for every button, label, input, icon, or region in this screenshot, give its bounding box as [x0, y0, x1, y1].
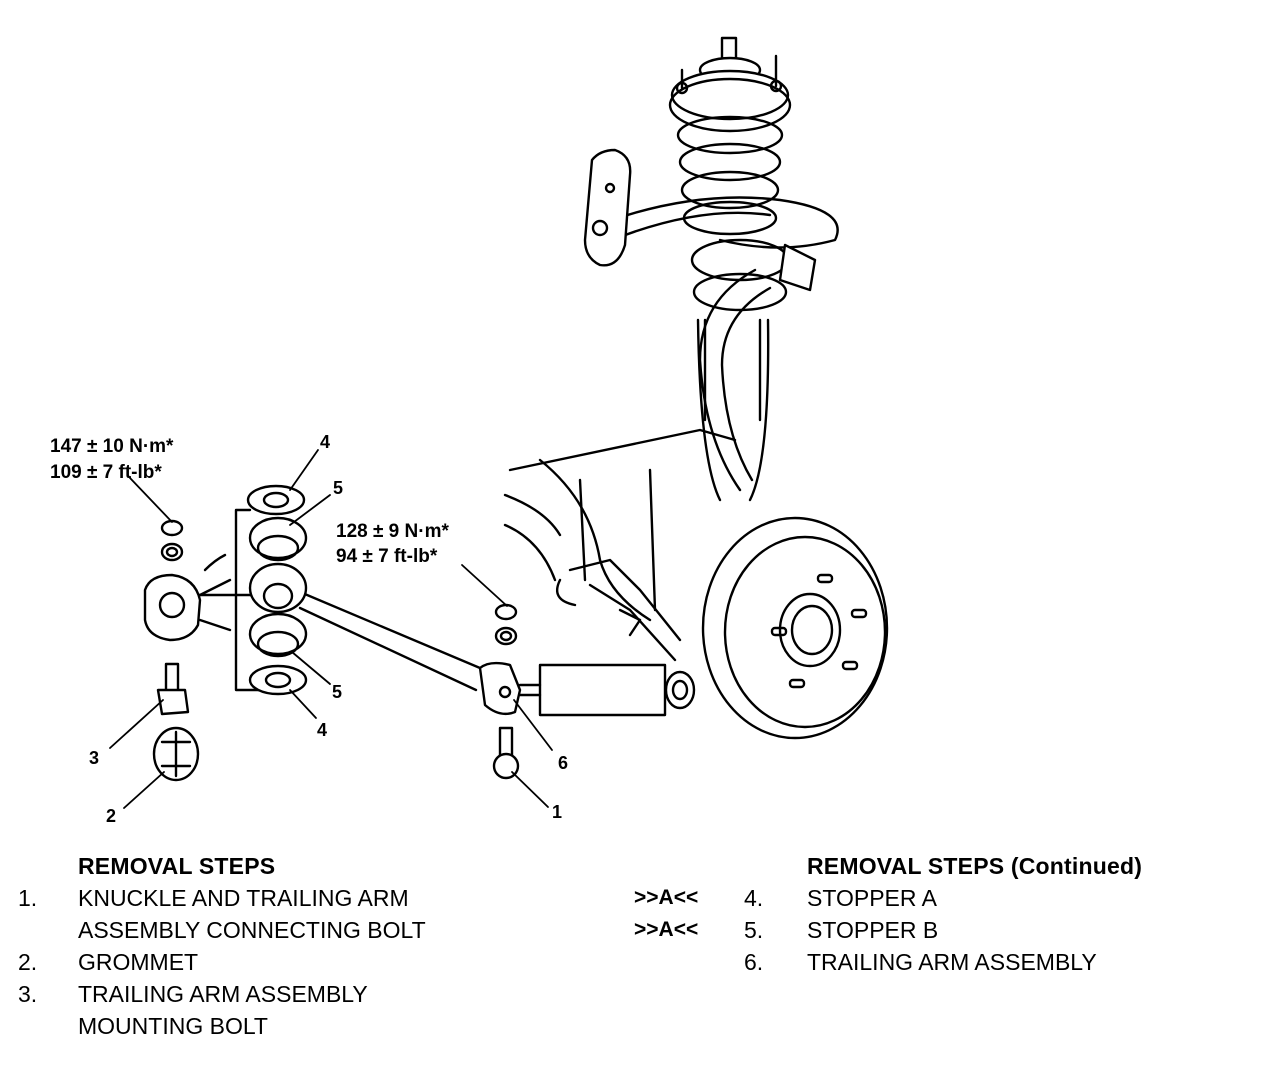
procedure-mark: >>A<< [634, 918, 699, 941]
torque-spec-metric-left: 147 ± 10 N·m* [50, 436, 174, 457]
removal-steps-left: REMOVAL STEPS 1. KNUCKLE AND TRAILING AR… [18, 850, 618, 1042]
removal-steps-header: REMOVAL STEPS [78, 853, 276, 879]
callout-6: 6 [558, 753, 568, 773]
trailing-arm [298, 590, 667, 717]
suspension-diagram: 147 ± 10 N·m* 109 ± 7 ft-lb* 128 ± 9 N·m… [50, 36, 889, 826]
step-item-continuation: MOUNTING BOLT [18, 1010, 618, 1042]
removal-steps-continued-header: REMOVAL STEPS (Continued) [807, 853, 1143, 879]
step-item: 2. GROMMET [18, 946, 618, 978]
callout-5-top: 5 [333, 478, 343, 498]
callout-1: 1 [552, 802, 562, 822]
stopper-stack [246, 484, 308, 696]
torque-spec-imperial-right: 94 ± 7 ft-lb* [336, 546, 438, 567]
leader-lines [109, 449, 553, 809]
torque-spec-metric-right: 128 ± 9 N·m* [336, 521, 449, 542]
step-item: >>A<< 5. STOPPER B [612, 914, 1252, 946]
procedure-mark: >>A<< [634, 886, 699, 909]
step-text: ASSEMBLY CONNECTING BOLT [78, 917, 426, 943]
step-number: 6. [744, 949, 764, 975]
torque-spec-imperial-left: 109 ± 7 ft-lb* [50, 462, 162, 483]
grommet [152, 726, 200, 782]
callout-4-bottom: 4 [317, 720, 327, 740]
step-item-continuation: ASSEMBLY CONNECTING BOLT [18, 914, 618, 946]
callout-4-top: 4 [320, 432, 330, 452]
step-number: 1. [18, 885, 38, 911]
axle-beam [503, 428, 737, 662]
step-item: 1. KNUCKLE AND TRAILING ARM [18, 882, 618, 914]
step-text: TRAILING ARM ASSEMBLY [807, 949, 1097, 975]
removal-steps-right: REMOVAL STEPS (Continued) >>A<< 4. STOPP… [612, 850, 1252, 978]
step-number: 4. [744, 885, 764, 911]
stabilizer-bar [583, 148, 839, 492]
step-text: MOUNTING BOLT [78, 1013, 268, 1039]
step-item: 6. TRAILING ARM ASSEMBLY [612, 946, 1252, 978]
callout-5-bottom: 5 [332, 682, 342, 702]
step-text: TRAILING ARM ASSEMBLY [78, 981, 368, 1007]
step-number: 5. [744, 917, 764, 943]
callout-2: 2 [106, 806, 116, 826]
callout-3: 3 [89, 748, 99, 768]
step-number: 3. [18, 981, 38, 1007]
step-item: 3. TRAILING ARM ASSEMBLY [18, 978, 618, 1010]
step-number: 2. [18, 949, 38, 975]
step-text: STOPPER A [807, 885, 937, 911]
step-text: STOPPER B [807, 917, 939, 943]
mounting-bracket [143, 508, 302, 692]
connecting-bolt [492, 726, 520, 780]
brake-drum [664, 516, 889, 740]
nut-stack-left [160, 519, 184, 562]
mounting-bolt [156, 662, 190, 716]
step-text: GROMMET [78, 949, 199, 975]
step-item: >>A<< 4. STOPPER A [612, 882, 1252, 914]
strut-assembly [668, 36, 792, 502]
step-text: KNUCKLE AND TRAILING ARM [78, 885, 409, 911]
nut-stack-right [494, 603, 518, 646]
